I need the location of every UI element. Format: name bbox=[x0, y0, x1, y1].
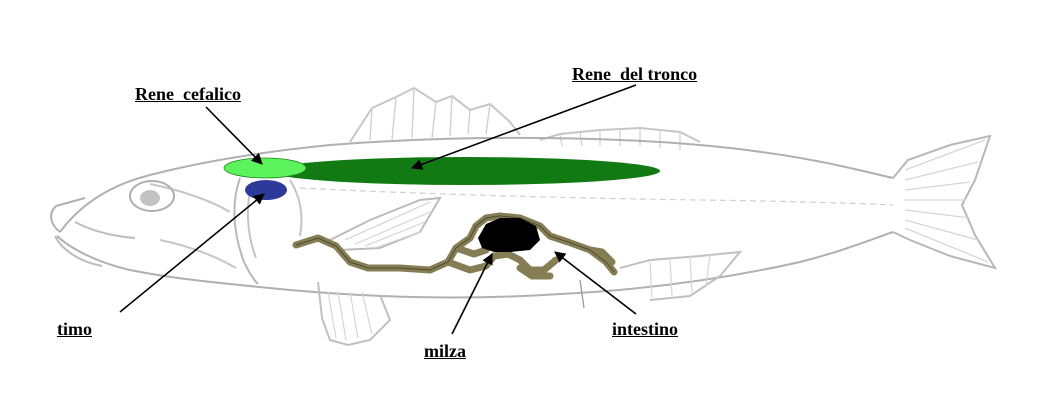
leader-timo bbox=[119, 193, 265, 313]
label-rene-cefalico: Rene cefalico bbox=[135, 84, 241, 104]
leader-intestino bbox=[554, 251, 637, 315]
leader-rene-cefalico bbox=[205, 106, 263, 165]
head-kidney bbox=[223, 157, 307, 179]
leader-lines bbox=[119, 84, 637, 335]
fish-eye bbox=[129, 180, 175, 212]
fish-outline bbox=[50, 86, 998, 347]
spleen bbox=[478, 218, 540, 252]
label-milza: milza bbox=[424, 341, 466, 361]
leader-rene-del-tronco bbox=[410, 84, 637, 170]
label-intestino: intestino bbox=[612, 319, 679, 339]
trunk-kidney bbox=[270, 157, 660, 185]
label-rene-del-tronco: Rene del tronco bbox=[572, 64, 698, 84]
thymus bbox=[245, 180, 287, 200]
intestine bbox=[292, 212, 618, 280]
label-timo: timo bbox=[57, 319, 92, 339]
leader-milza bbox=[451, 252, 493, 335]
